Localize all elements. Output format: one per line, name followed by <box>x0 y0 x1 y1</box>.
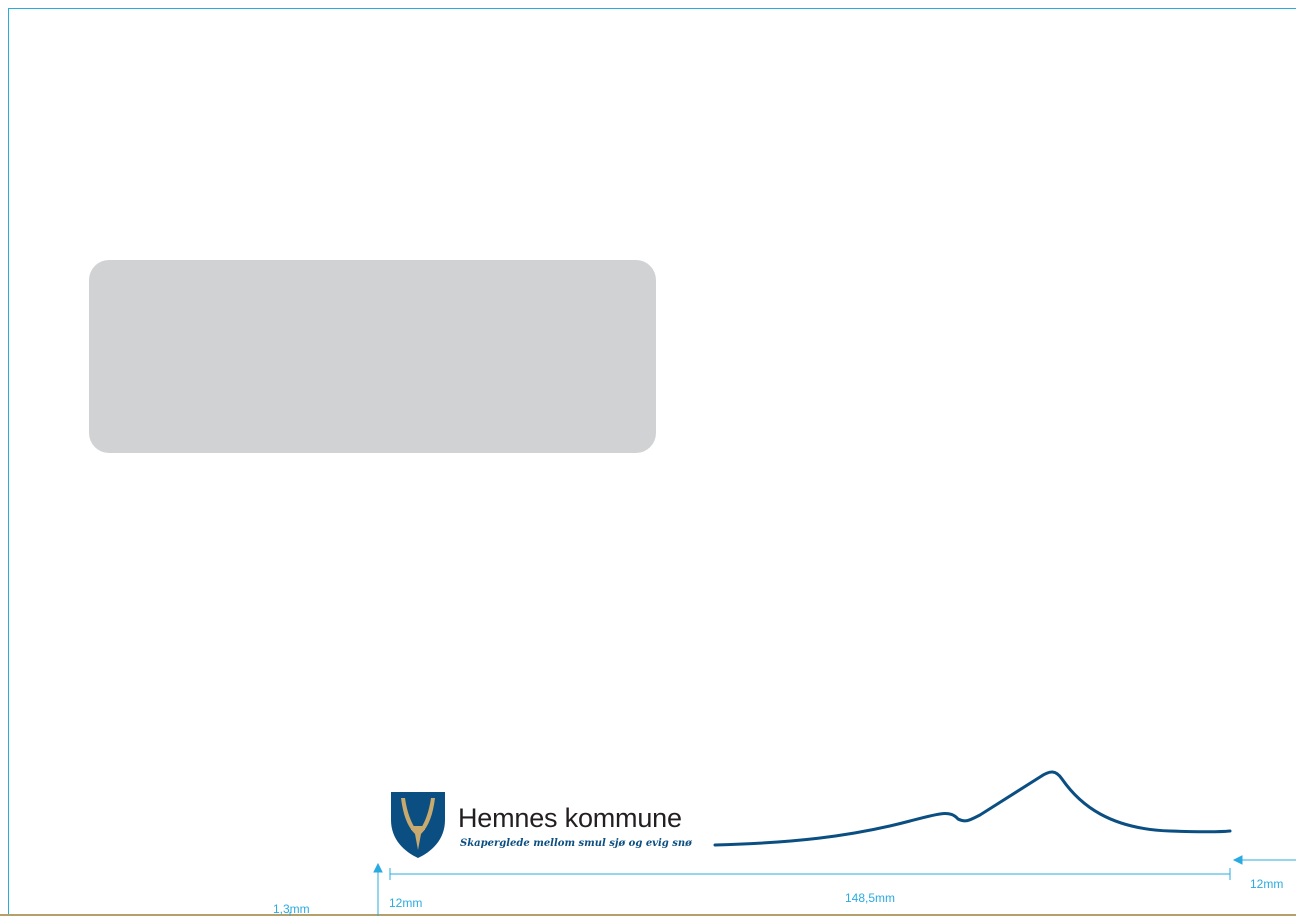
right-offset-label: 12mm <box>1250 877 1284 891</box>
bottom-edge <box>0 914 1296 916</box>
mountain-wave-line <box>713 770 1232 847</box>
bottom-margin-label: 1,3mm <box>273 902 310 916</box>
slogan: Skaperglede mellom smul sjø og evig snø <box>460 838 692 849</box>
municipality-name: Hemnes kommune <box>458 803 682 833</box>
coat-of-arms-icon <box>391 792 445 858</box>
logo-width-label: 148,5mm <box>845 891 896 905</box>
envelope-outline <box>8 8 1296 914</box>
address-window <box>89 260 656 453</box>
left-offset-label: 12mm <box>389 896 423 910</box>
